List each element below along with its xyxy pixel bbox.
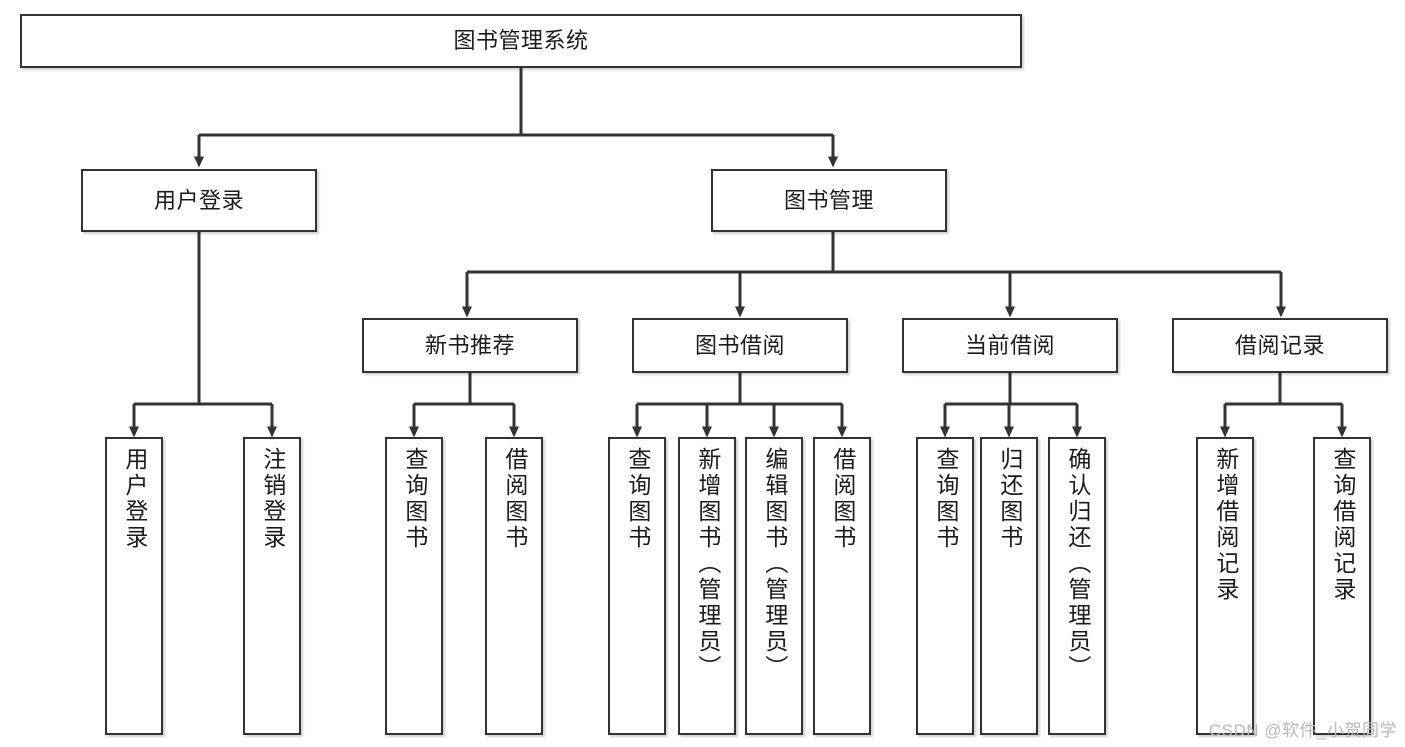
node-label: 图书管理系统: [453, 28, 589, 54]
node-leaf-bookborrow-query-book[interactable]: 查询图书: [608, 437, 666, 735]
node-label: 查询借阅记录: [1329, 447, 1356, 603]
node-leaf-currentborrow-return-book[interactable]: 归还图书: [980, 437, 1038, 735]
node-leaf-bookborrow-add-book[interactable]: 新增图书（管理员）: [678, 437, 736, 735]
node-leaf-bookborrow-borrow-book[interactable]: 借阅图书: [813, 437, 871, 735]
node-leaf-borrowrecord-add-record[interactable]: 新增借阅记录: [1196, 437, 1254, 735]
node-label: 借阅图书: [829, 447, 856, 551]
node-current-borrow[interactable]: 当前借阅: [902, 318, 1118, 373]
node-label: 注销登录: [259, 447, 286, 551]
node-label: 用户登录: [153, 187, 244, 213]
node-book-management[interactable]: 图书管理: [711, 169, 947, 232]
node-label: 图书借阅: [694, 332, 785, 358]
node-leaf-user-login[interactable]: 用户登录: [105, 437, 163, 735]
node-user-login[interactable]: 用户登录: [81, 169, 317, 232]
node-label: 新增图书（管理员）: [694, 447, 721, 681]
node-label: 新增借阅记录: [1212, 447, 1239, 603]
node-leaf-borrowrecord-query-record[interactable]: 查询借阅记录: [1313, 437, 1371, 735]
node-label: 新书推荐: [424, 332, 515, 358]
node-root-library-system[interactable]: 图书管理系统: [20, 14, 1022, 68]
node-label: 查询图书: [932, 447, 959, 551]
node-label: 查询图书: [624, 447, 651, 551]
node-label: 图书管理: [783, 187, 874, 213]
node-leaf-bookborrow-edit-book[interactable]: 编辑图书（管理员）: [745, 437, 803, 735]
node-leaf-logout[interactable]: 注销登录: [243, 437, 301, 735]
node-label: 借阅记录: [1234, 332, 1325, 358]
node-label: 借阅图书: [501, 447, 528, 551]
node-book-borrow[interactable]: 图书借阅: [632, 318, 848, 373]
node-label: 归还图书: [996, 447, 1023, 551]
node-label: 查询图书: [401, 447, 428, 551]
node-leaf-currentborrow-query-book[interactable]: 查询图书: [916, 437, 974, 735]
node-leaf-currentborrow-confirm-return[interactable]: 确认归还（管理员）: [1048, 437, 1106, 735]
node-leaf-newbook-query-book[interactable]: 查询图书: [385, 437, 443, 735]
node-leaf-newbook-borrow-book[interactable]: 借阅图书: [485, 437, 543, 735]
node-label: 当前借阅: [964, 332, 1055, 358]
node-borrow-record[interactable]: 借阅记录: [1172, 318, 1388, 373]
node-label: 用户登录: [121, 447, 148, 551]
csdn-watermark: CSDN @软件_小贺同学: [1208, 721, 1397, 740]
node-new-book-recommend[interactable]: 新书推荐: [362, 318, 578, 373]
node-label: 编辑图书（管理员）: [761, 447, 788, 681]
node-label: 确认归还（管理员）: [1064, 447, 1091, 681]
